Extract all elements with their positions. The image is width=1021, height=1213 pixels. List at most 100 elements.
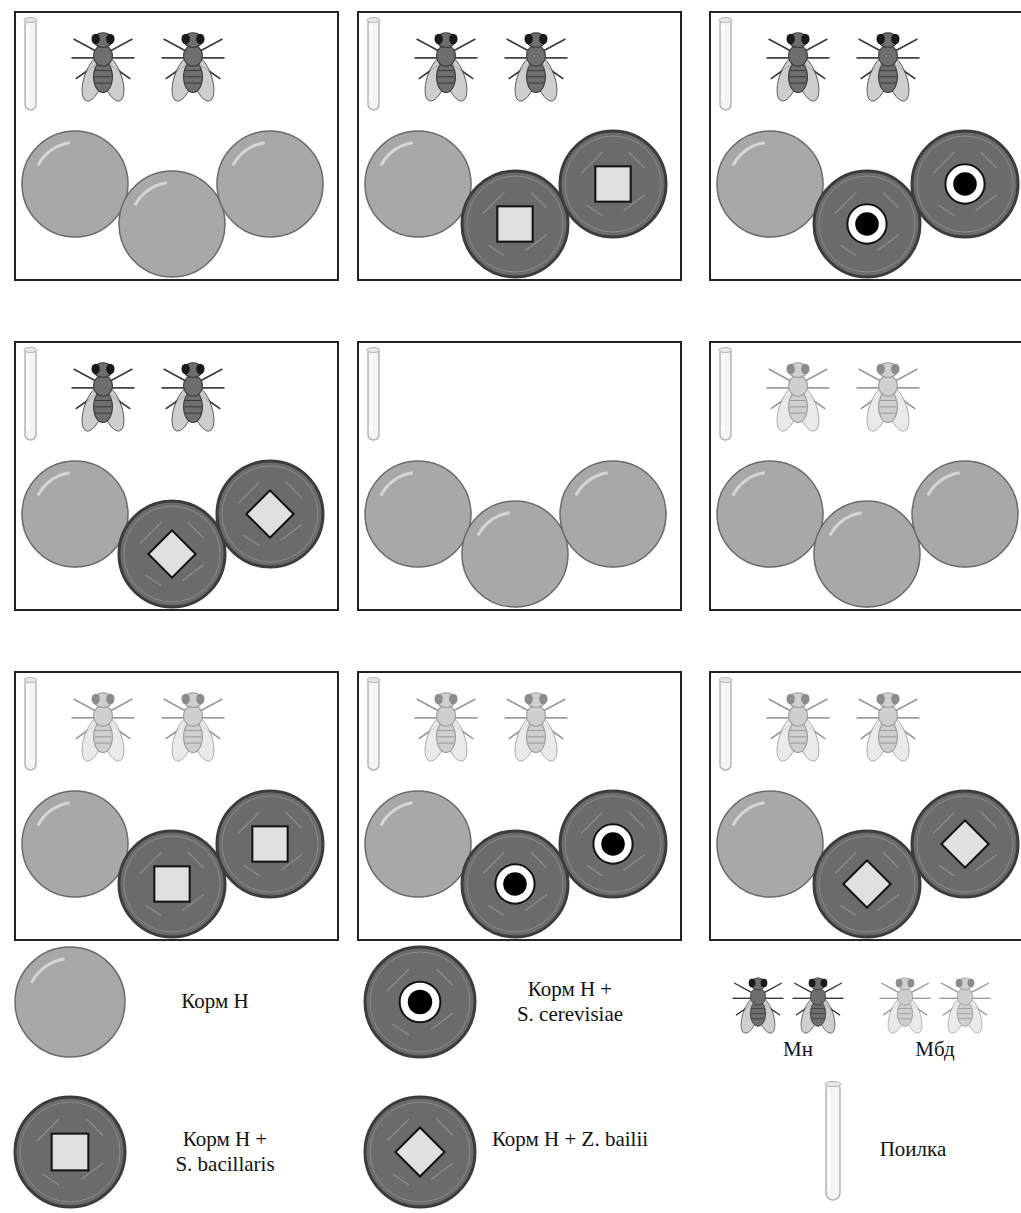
fly-eye bbox=[908, 979, 915, 988]
fly-thorax bbox=[527, 705, 546, 726]
drinker-tube bbox=[368, 18, 379, 110]
fly-eye bbox=[539, 694, 547, 705]
dish-streak bbox=[387, 1119, 409, 1141]
fly-stripe bbox=[95, 736, 112, 737]
drinker-shine bbox=[27, 26, 29, 100]
fly-leg bbox=[880, 998, 900, 999]
fly-leg bbox=[72, 717, 96, 719]
dish-body bbox=[912, 791, 1018, 897]
fly-eye bbox=[956, 979, 963, 988]
fly-leg bbox=[857, 717, 881, 719]
yeast-mark-square bbox=[154, 866, 189, 901]
drinker-shine bbox=[722, 686, 724, 760]
experiment-panel bbox=[358, 12, 681, 280]
dish-rim bbox=[917, 136, 1013, 232]
dish-streak bbox=[146, 905, 162, 916]
fly-mn bbox=[72, 33, 135, 104]
fly-leg bbox=[200, 717, 224, 719]
dish-body bbox=[119, 171, 225, 277]
fly-mn bbox=[793, 978, 844, 1036]
fly-stripe bbox=[790, 736, 807, 737]
dish-body bbox=[15, 1097, 125, 1207]
yeast-mark-ring bbox=[400, 982, 441, 1023]
fly-leg bbox=[110, 387, 134, 389]
dish-rim bbox=[819, 176, 915, 272]
fly-eye bbox=[539, 34, 547, 45]
dish-streak bbox=[883, 852, 899, 868]
drinker-rim bbox=[825, 1082, 841, 1087]
fly-mn bbox=[415, 33, 478, 104]
dish-plain bbox=[22, 791, 128, 897]
fly-eye bbox=[106, 34, 114, 45]
fly-eye bbox=[896, 979, 903, 988]
fly-stripe bbox=[95, 730, 112, 731]
fly-leg bbox=[767, 717, 791, 719]
drinker-tube bbox=[720, 18, 731, 110]
fly-eye bbox=[821, 979, 828, 988]
dish-streak bbox=[393, 1174, 410, 1185]
fly-stripe bbox=[811, 1013, 825, 1014]
dish-bailii bbox=[217, 461, 323, 567]
dish-plain bbox=[912, 461, 1018, 567]
fly-eye bbox=[749, 979, 756, 988]
dish-rim bbox=[124, 506, 220, 602]
dish-body bbox=[912, 131, 1018, 237]
dish-bacillaris bbox=[217, 791, 323, 897]
dish-shine bbox=[928, 473, 960, 496]
legend-entry: Мбд bbox=[895, 1037, 975, 1062]
fly-leg bbox=[805, 717, 829, 719]
dish-shine bbox=[733, 143, 765, 166]
dish-shine bbox=[32, 959, 65, 983]
panel-frame bbox=[358, 342, 681, 610]
dish-rim bbox=[222, 796, 318, 892]
dish-body bbox=[560, 791, 666, 897]
dish-shine bbox=[478, 513, 510, 536]
dish-streak bbox=[183, 565, 204, 581]
fly-stripe bbox=[528, 70, 545, 71]
yeast-mark-dot bbox=[855, 212, 879, 236]
dish-shine bbox=[38, 473, 70, 496]
fly-leg bbox=[162, 57, 186, 59]
fly-stripe bbox=[811, 1008, 825, 1009]
fly-stripe bbox=[95, 83, 112, 84]
fly-eye bbox=[786, 34, 794, 45]
fly-stripe bbox=[880, 736, 897, 737]
fly-stripe bbox=[438, 730, 455, 731]
drinker-rim bbox=[24, 348, 37, 353]
dish-body bbox=[717, 131, 823, 237]
fly-stripe bbox=[95, 400, 112, 401]
legend-text: Корм Н + Z. bailii bbox=[485, 1127, 655, 1152]
drinker-shine bbox=[370, 686, 372, 760]
fly-thorax bbox=[437, 705, 456, 726]
fly-stripe bbox=[438, 76, 455, 77]
fly-stripe bbox=[790, 730, 807, 731]
fly-leg bbox=[543, 717, 567, 719]
fly-thorax bbox=[957, 988, 972, 1005]
yeast-mark-square bbox=[52, 1134, 89, 1171]
drinker-tube bbox=[720, 348, 731, 440]
panel-frame bbox=[15, 342, 338, 610]
dish-streak bbox=[981, 812, 997, 828]
fly-thorax bbox=[184, 45, 203, 66]
experiment-panel bbox=[15, 12, 338, 280]
dish-streak bbox=[393, 1024, 410, 1035]
fly-eye bbox=[449, 694, 457, 705]
fly-stripe bbox=[185, 730, 202, 731]
fly-stripe bbox=[95, 743, 112, 744]
dish-streak bbox=[244, 535, 260, 546]
fly-eye bbox=[181, 34, 189, 45]
dish-shine bbox=[733, 473, 765, 496]
yeast-mark-ring bbox=[945, 164, 984, 203]
fly-stripe bbox=[185, 413, 202, 414]
yeast-mark-square bbox=[252, 826, 287, 861]
dish-plain bbox=[217, 131, 323, 237]
drinker-rim bbox=[24, 18, 37, 23]
fly-thorax bbox=[879, 705, 898, 726]
experiment-panel bbox=[358, 672, 681, 940]
fly-stripe bbox=[880, 400, 897, 401]
fly-mbd bbox=[162, 693, 225, 764]
fly-eye bbox=[91, 364, 99, 375]
fly-stripe bbox=[95, 406, 112, 407]
